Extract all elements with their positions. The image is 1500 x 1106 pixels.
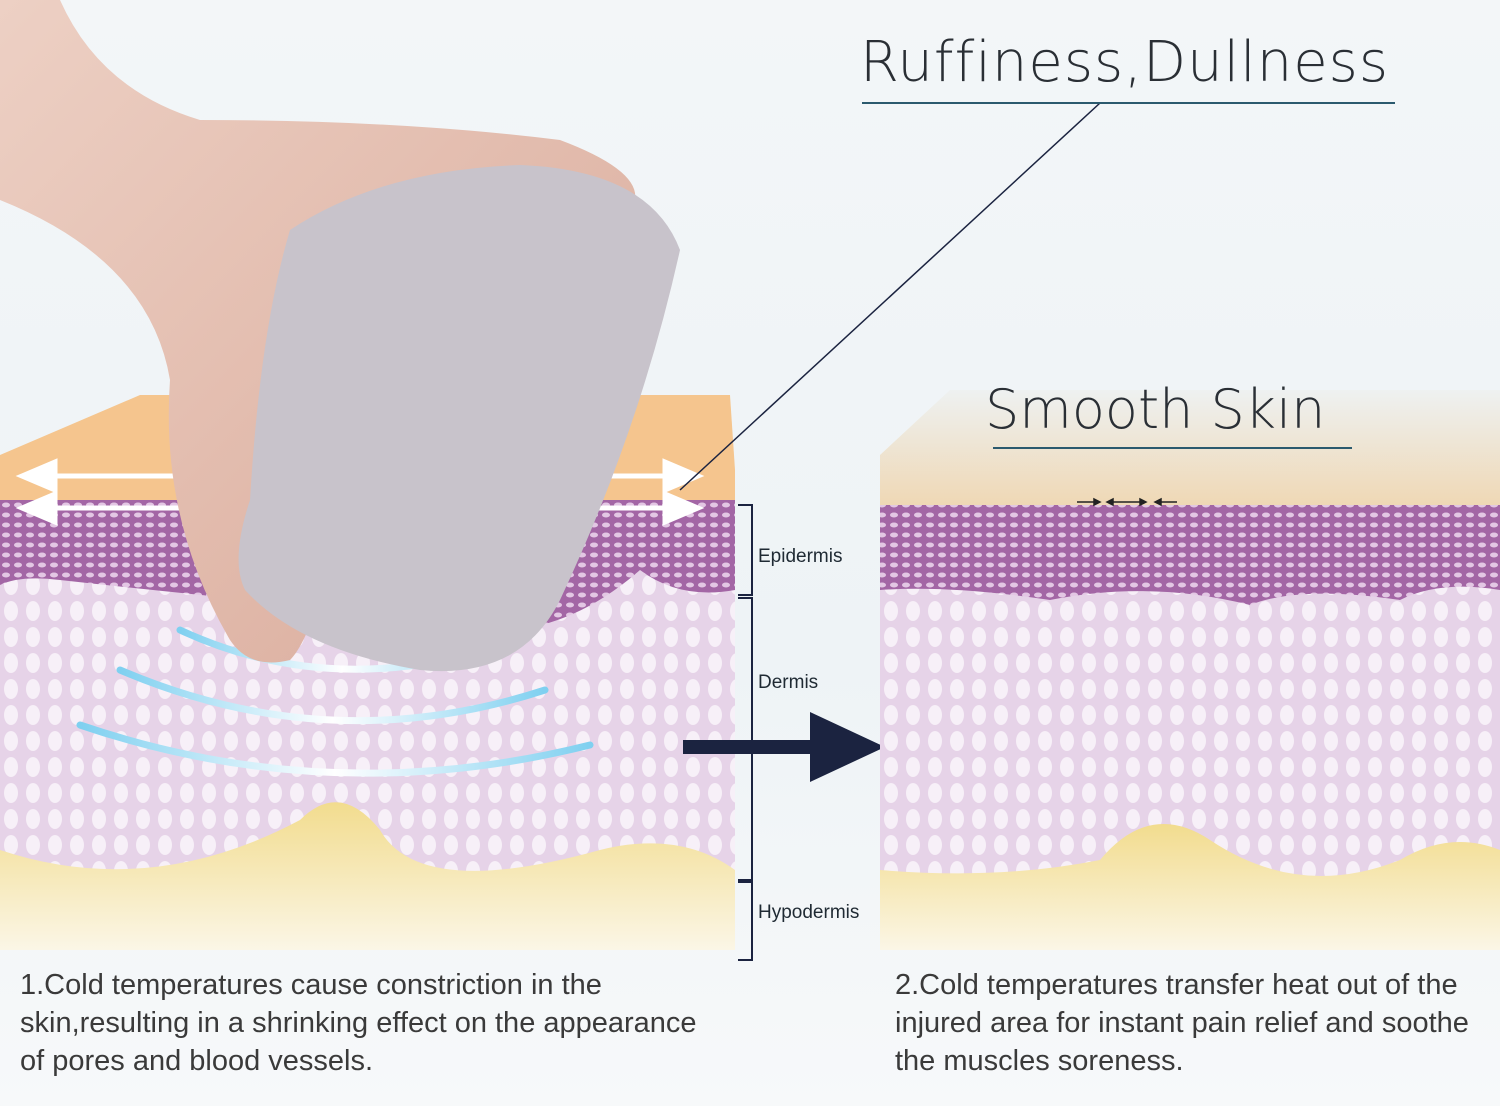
pointer-line <box>679 102 1101 491</box>
label-dermis: Dermis <box>758 672 819 693</box>
layer-brackets <box>738 504 753 961</box>
after-title: Smooth Skin <box>985 378 1326 441</box>
caption-pain-relief: 2.Cold temperatures transfer heat out of… <box>895 969 1469 1077</box>
before-title: Ruffiness,Dullness <box>860 30 1389 95</box>
transition-arrow <box>683 712 885 782</box>
hypodermis-layer <box>0 802 735 950</box>
skin-block-after <box>880 390 1500 950</box>
compression-arrows <box>1077 497 1177 507</box>
roller-head <box>238 165 681 672</box>
caption-cold-constriction: 1.Cold temperatures cause constriction i… <box>20 969 697 1077</box>
label-hypodermis: Hypodermis <box>758 902 860 923</box>
label-epidermis: Epidermis <box>758 546 843 567</box>
ice-roller <box>0 0 681 672</box>
